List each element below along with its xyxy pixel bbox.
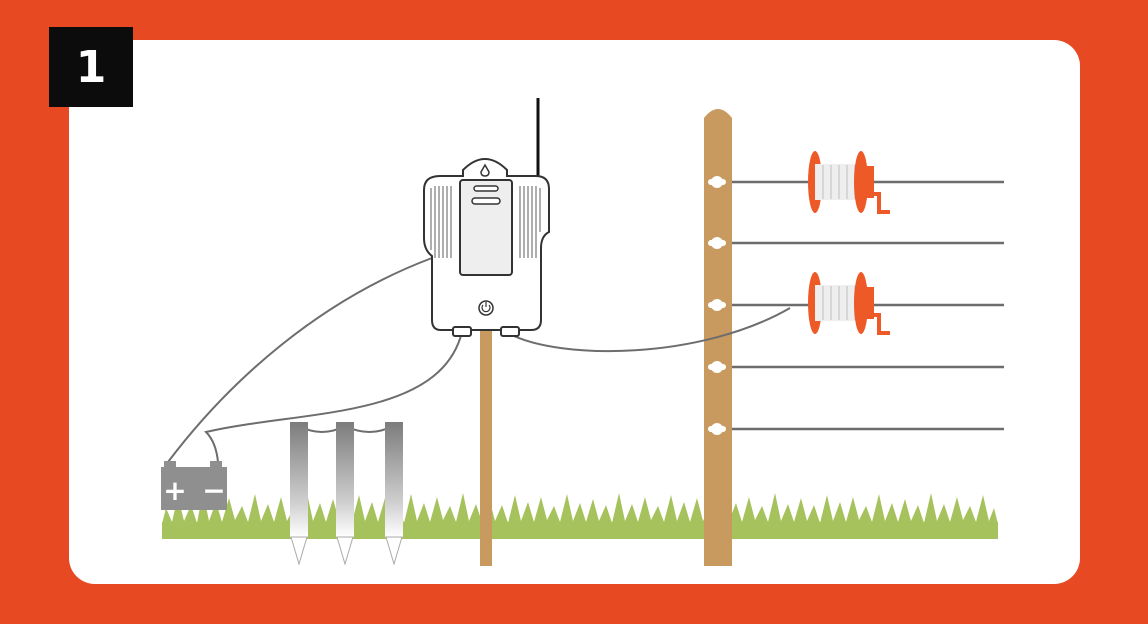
step-number-badge: 1	[49, 27, 133, 107]
insulator-icon	[708, 299, 726, 311]
energizer-post	[480, 330, 492, 566]
battery-negative-label: −	[202, 474, 225, 507]
ground-rod-icon	[290, 422, 308, 566]
wire-reel-icon	[808, 272, 890, 335]
battery-positive-label: +	[163, 474, 186, 507]
power-button-icon	[478, 300, 494, 316]
wire-reel-icon	[808, 151, 890, 214]
battery-icon: + −	[161, 461, 227, 510]
ground-rod-icon	[336, 422, 354, 566]
grass-icon	[162, 492, 998, 539]
battery-lead-negative	[204, 331, 463, 463]
ground-rod-icon	[385, 422, 403, 566]
connection-cables	[167, 257, 791, 463]
ground-rods	[290, 422, 403, 566]
insulators	[708, 176, 726, 435]
fence-energizer-icon	[423, 158, 550, 337]
battery-lead-positive	[167, 257, 433, 463]
insulator-icon	[708, 361, 726, 373]
insulator-icon	[708, 176, 726, 188]
fence-lead	[509, 307, 791, 353]
insulator-icon	[708, 237, 726, 249]
insulator-icon	[708, 423, 726, 435]
